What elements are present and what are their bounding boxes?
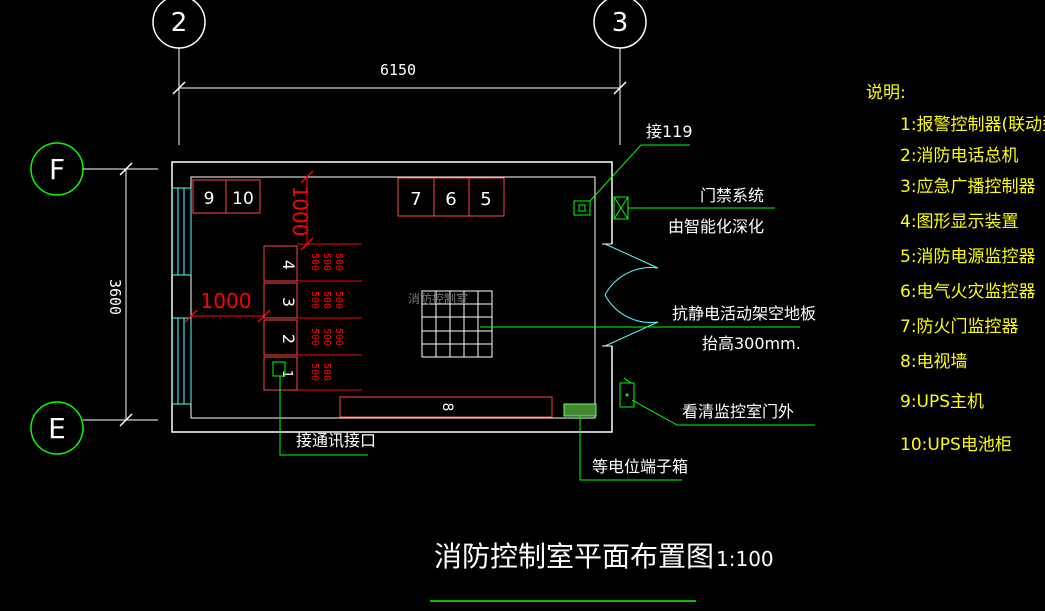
row-pitch-label: 500 <box>333 253 344 271</box>
grid-axis-E-label: E <box>48 412 66 445</box>
raised-floor-height: 抬高300mm. <box>702 334 801 353</box>
cabinet-3-label: 3 <box>279 297 298 307</box>
cabinet-10: 10 <box>225 179 261 214</box>
row-pitch-label: 500 <box>321 328 332 346</box>
grid-axis-F: F <box>30 142 84 196</box>
legend-item: 3:应急广播控制器 <box>900 177 1036 197</box>
grounding-box-callout: 等电位端子箱 <box>592 457 688 476</box>
raised-floor-grid <box>421 290 493 358</box>
cabinet-1-label: 1 <box>279 370 294 378</box>
camera-icon <box>619 377 635 408</box>
clearance-dimension: 1000 <box>184 289 271 323</box>
cabinet-10-label: 10 <box>232 189 254 209</box>
grid-axis-3: 3 <box>593 0 647 49</box>
dimension-height-label: 3600 <box>106 279 124 315</box>
legend-item: 4:图形显示装置 <box>900 212 1019 232</box>
phone-119-callout: 接119 <box>646 122 693 141</box>
legend-item: 1:报警控制器(联动型) <box>900 115 1045 135</box>
legend-item: 10:UPS电池柜 <box>900 435 1012 455</box>
cabinet-9: 9 <box>192 179 227 214</box>
clearance-label: 1000 <box>201 289 252 313</box>
grid-axis-2-label: 2 <box>171 8 188 38</box>
access-reader-icon <box>613 196 629 220</box>
row-pitch-label: 500 <box>309 253 320 271</box>
access-control-callout: 门禁系统 <box>700 186 764 205</box>
row-pitch-label: 500 <box>321 253 332 271</box>
grid-axis-3-label: 3 <box>612 8 629 38</box>
phone-icon <box>573 200 591 216</box>
tv-wall: 8 <box>339 396 553 418</box>
legend-item: 7:防火门监控器 <box>900 317 1019 337</box>
row-pitch-label: 500 <box>309 291 320 309</box>
legend-item: 6:电气火灾监控器 <box>900 282 1036 302</box>
row-pitch-dimensions <box>297 243 362 391</box>
cabinet-depth-label: 1000 <box>288 186 312 237</box>
double-door <box>600 243 659 347</box>
cabinet-4-label: 4 <box>279 260 298 270</box>
grid-axis-2: 2 <box>152 0 206 49</box>
leader-lines <box>279 144 815 481</box>
legend-heading: 说明: <box>866 83 906 103</box>
row-pitch-label: 500 <box>321 363 332 381</box>
dimension-width: 6150 <box>172 61 627 95</box>
cabinet-2-label: 2 <box>279 334 298 344</box>
legend-item: 2:消防电话总机 <box>900 146 1019 166</box>
cabinet-9-label: 9 <box>204 189 215 209</box>
left-window <box>171 187 192 405</box>
drawing-title: 消防控制室平面布置图 <box>434 540 714 573</box>
tv-wall-label: 8 <box>439 403 455 412</box>
cabinet-7: 7 <box>397 177 435 217</box>
legend-item: 9:UPS主机 <box>900 392 984 412</box>
dimension-width-label: 6150 <box>380 61 416 79</box>
cabinet-depth-dimension: 1000 <box>288 170 314 251</box>
grounding-box-icon <box>563 403 597 417</box>
drawing-scale: 1:100 <box>716 547 774 571</box>
cabinet-7-label: 7 <box>410 189 421 210</box>
cabinet-5: 5 <box>468 177 505 217</box>
cabinet-5-label: 5 <box>480 189 491 210</box>
raised-floor-callout: 抗静电活动架空地板 <box>672 304 816 323</box>
access-control-note: 由智能化深化 <box>668 217 764 236</box>
legend-item: 8:电视墙 <box>900 352 968 372</box>
legend: 说明: 1:报警控制器(联动型) 2:消防电话总机 3:应急广播控制器 4:图形… <box>866 83 1045 455</box>
row-pitch-label: 500 <box>321 291 332 309</box>
cabinet-6-label: 6 <box>445 189 456 210</box>
row-pitch-label: 500 <box>309 363 320 381</box>
dimension-height: 3600 <box>106 162 133 427</box>
grid-axis-F-label: F <box>49 153 65 186</box>
row-pitch-label: 500 <box>333 291 344 309</box>
row-pitch-label: 500 <box>309 328 320 346</box>
row-pitch-labels: 500 500 500 500 500 500 500 500 500 500 … <box>309 253 344 381</box>
legend-item: 5:消防电源监控器 <box>900 247 1036 267</box>
cabinet-6: 6 <box>433 177 470 217</box>
room-label: 消防控制室 <box>408 291 468 306</box>
row-pitch-label: 500 <box>333 328 344 346</box>
comm-interface-callout: 接通讯接口 <box>296 431 376 450</box>
grid-axis-E: E <box>30 401 84 455</box>
camera-callout: 看清监控室门外 <box>682 402 794 421</box>
comm-socket-icon <box>272 361 286 377</box>
